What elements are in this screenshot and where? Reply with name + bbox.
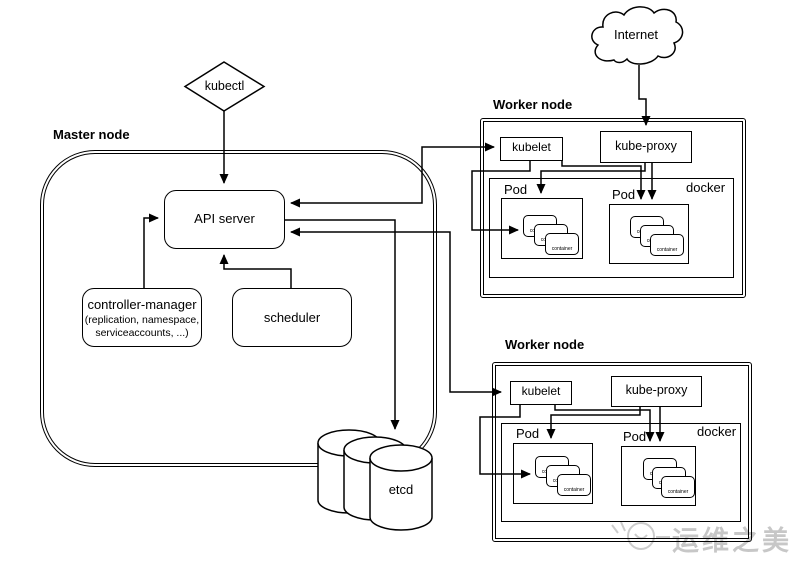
worker2-kubelet-label: kubelet <box>521 384 561 398</box>
worker2-pod2-container-3: container <box>661 476 695 498</box>
worker1-pod1-container-3: container <box>545 233 579 255</box>
api-server-label: API server <box>194 211 255 226</box>
kubectl-label: kubectl <box>204 79 245 93</box>
worker1-kube-proxy-label: kube-proxy <box>615 139 677 153</box>
worker2-docker-label: docker <box>697 424 737 439</box>
worker-node-1-label: Worker node <box>493 97 573 112</box>
worker1-docker-label: docker <box>686 180 726 195</box>
api-server-box <box>164 190 285 249</box>
scheduler-label: scheduler <box>263 310 321 325</box>
watermark-text: 运维之美 <box>672 526 792 556</box>
container-label: container <box>656 247 678 253</box>
container-label: container <box>551 246 573 252</box>
arrow-internet-to-kube-proxy <box>638 65 651 126</box>
controller-manager-sub2: serviceaccounts, ...) <box>95 327 189 339</box>
worker2-kube-proxy-label: kube-proxy <box>625 383 688 397</box>
worker1-kubelet-label: kubelet <box>512 140 551 154</box>
worker-node-2-label: Worker node <box>505 337 585 352</box>
worker1-pod1-label: Pod <box>504 182 528 197</box>
master-node-label: Master node <box>53 127 130 142</box>
worker2-pod2-label: Pod <box>623 429 647 444</box>
internet-label: Internet <box>613 27 659 42</box>
worker1-pod2-container-3: container <box>650 234 684 256</box>
worker1-pod2-label: Pod <box>612 187 636 202</box>
worker2-pod1-container-3: container <box>557 474 591 496</box>
controller-manager-sub1: (replication, namespace, <box>84 314 200 326</box>
worker1-kube-proxy-box <box>600 131 692 163</box>
worker2-kube-proxy-box <box>611 376 702 407</box>
worker1-kubelet-box <box>500 137 563 161</box>
worker2-kubelet-box <box>510 381 572 405</box>
container-label: container <box>667 489 689 495</box>
etcd-label: etcd <box>388 482 414 497</box>
container-label: container <box>563 487 585 493</box>
worker2-pod1-label: Pod <box>516 426 540 441</box>
controller-manager-box <box>82 288 202 347</box>
controller-manager-label: controller-manager <box>87 297 197 312</box>
